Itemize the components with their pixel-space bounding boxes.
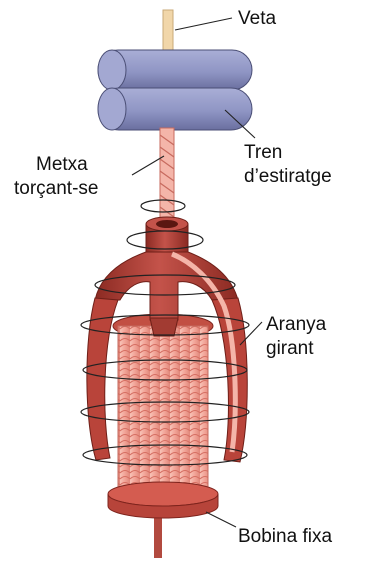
roller-bottom-end xyxy=(98,88,126,130)
label-drafting-rollers-2: d’estiratge xyxy=(244,166,332,187)
label-sliver: Veta xyxy=(238,8,276,29)
roller-top-end xyxy=(98,50,126,90)
flyer-presser xyxy=(150,318,178,336)
flyer-left-arm xyxy=(87,298,118,460)
label-flyer-2: girant xyxy=(266,338,314,359)
label-drafting-rollers-1: Tren xyxy=(244,142,282,163)
label-twisting-roving-2: torçant-se xyxy=(14,178,98,199)
bobbin-yarn xyxy=(118,326,208,494)
label-bobbin: Bobina fixa xyxy=(238,526,332,547)
label-twisting-roving-1: Metxa xyxy=(36,154,88,175)
drafting-rollers xyxy=(98,50,252,130)
fixed-bobbin xyxy=(108,314,218,518)
label-flyer-1: Aranya xyxy=(266,314,327,335)
